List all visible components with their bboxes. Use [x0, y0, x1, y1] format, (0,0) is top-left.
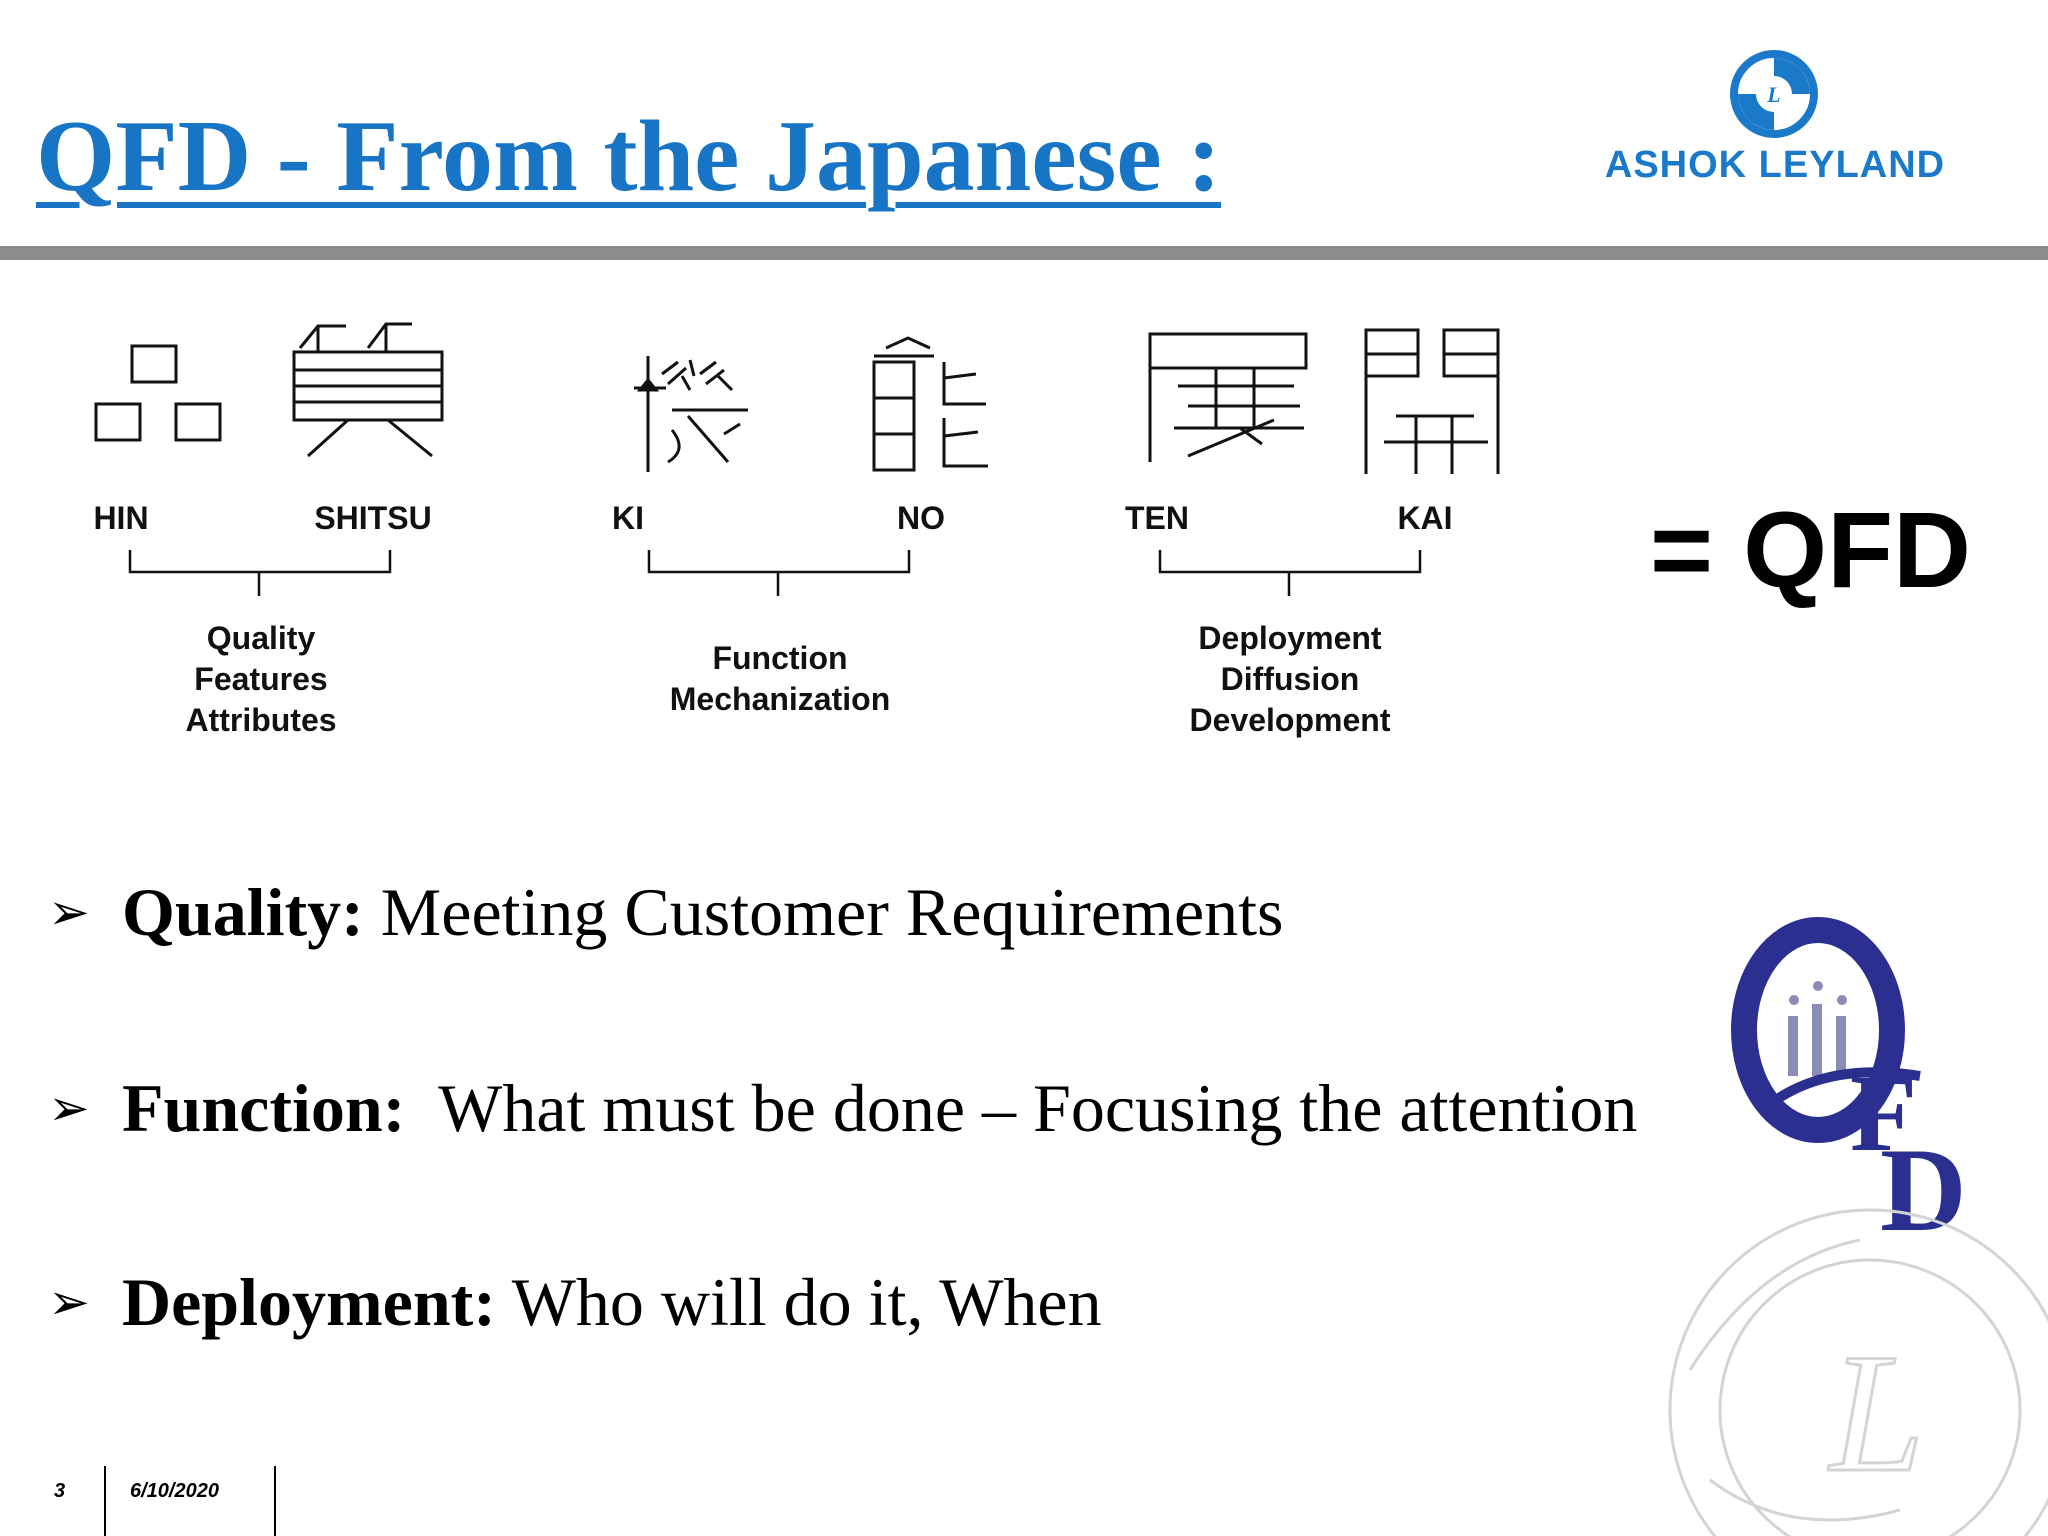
footer-divider — [274, 1466, 276, 1536]
meaning-hinshitsu: Quality Features Attributes — [101, 618, 421, 741]
bullet-arrow-icon: ➢ — [48, 884, 90, 940]
bracket-tenkai — [1158, 550, 1422, 596]
meaning-line: Development — [1189, 702, 1391, 738]
meaning-line: Function — [712, 640, 848, 676]
romaji-no: NO — [897, 500, 945, 536]
emblem-letter: L — [1766, 82, 1780, 107]
meaning-line: Features — [194, 661, 328, 697]
qfd-logo-letter-f: F — [1850, 1052, 1917, 1174]
bullet-text: What must be done – Focusing the attenti… — [405, 1070, 1638, 1146]
bullet-text: Who will do it, When — [495, 1264, 1102, 1340]
bullet-text: Meeting Customer Requirements — [363, 874, 1284, 950]
kanji-hin-icon — [94, 344, 222, 442]
kanji-ten-icon — [1148, 332, 1308, 462]
equals-qfd: = QFD — [1650, 489, 1972, 610]
bullet-quality: ➢ Quality: Meeting Customer Requirements — [48, 872, 1284, 952]
meaning-kino: Function Mechanization — [620, 638, 940, 720]
meaning-line: Diffusion — [1220, 661, 1360, 697]
title-divider — [0, 246, 2048, 260]
bullet-term: Deployment: — [122, 1264, 496, 1340]
brand-name: ASHOK LEYLAND — [1604, 144, 1946, 186]
bullet-term: Quality: — [122, 874, 364, 950]
kanji-shitsu-icon — [292, 322, 444, 458]
bullet-function: ➢ Function: What must be done – Focusing … — [48, 1068, 1637, 1148]
kanji-no-icon — [872, 336, 988, 472]
bullet-arrow-icon: ➢ — [48, 1274, 90, 1330]
ashok-leyland-watermark-icon: L — [1668, 1208, 2048, 1536]
romaji-shitsu: SHITSU — [314, 500, 432, 536]
romaji-ten: TEN — [1125, 500, 1189, 536]
meaning-line: Attributes — [185, 702, 337, 738]
footer-divider — [104, 1466, 106, 1536]
bracket-hinshitsu — [128, 550, 392, 596]
meaning-tenkai: Deployment Diffusion Development — [1130, 618, 1450, 741]
ashok-leyland-emblem-icon: L — [1730, 50, 1818, 138]
slide-number: 3 — [54, 1480, 66, 1502]
kanji-ki-icon — [634, 356, 748, 472]
romaji-kai: KAI — [1397, 500, 1453, 536]
romaji-ki: KI — [612, 500, 644, 536]
meaning-line: Deployment — [1198, 620, 1382, 656]
meaning-line: Quality — [206, 620, 316, 656]
slide-title: QFD - From the Japanese : — [36, 100, 1222, 213]
slide-date: 6/10/2020 — [130, 1480, 219, 1502]
bullet-deployment: ➢ Deployment: Who will do it, When — [48, 1262, 1102, 1342]
meaning-line: Mechanization — [669, 681, 891, 717]
bullet-term: Function: — [122, 1070, 406, 1146]
bracket-kino — [647, 550, 911, 596]
kanji-kai-icon — [1364, 328, 1500, 474]
watermark-letter: L — [1828, 1319, 1925, 1507]
romaji-hin: HIN — [93, 500, 149, 536]
bullet-arrow-icon: ➢ — [48, 1080, 90, 1136]
